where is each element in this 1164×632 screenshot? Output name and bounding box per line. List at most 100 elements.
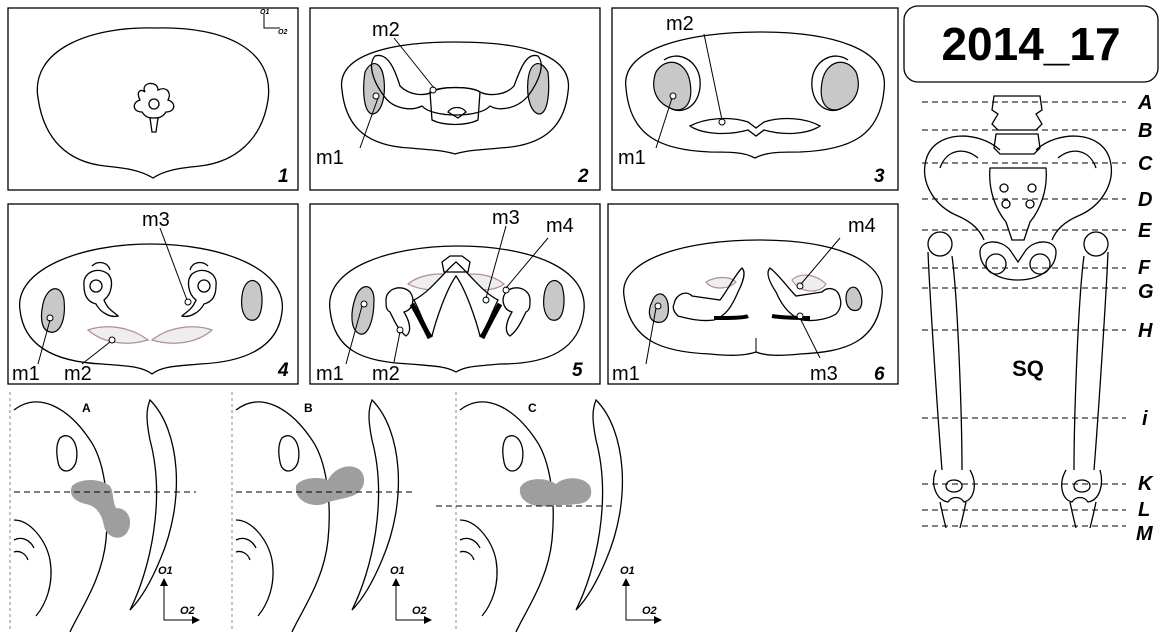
ischium-right xyxy=(190,263,208,270)
level-label-c: C xyxy=(1138,153,1153,175)
muscle-m1-right xyxy=(544,281,564,321)
vertebra xyxy=(134,83,174,118)
sacrum xyxy=(990,168,1047,240)
label-m4: m4 xyxy=(546,215,574,237)
arrow-right-icon xyxy=(424,616,432,624)
label-m1: m1 xyxy=(618,147,646,169)
body-outline xyxy=(37,28,268,178)
panel-5: m1 m2 m3 m4 5 xyxy=(310,204,600,385)
muscle-m1-right xyxy=(846,287,862,310)
acetabulum-right xyxy=(198,280,210,292)
level-label-l: L xyxy=(1138,499,1150,521)
muscle-m1-left xyxy=(352,287,374,335)
bone-lower xyxy=(236,520,273,616)
level-label-h: H xyxy=(1138,320,1153,342)
arrow-right-icon xyxy=(192,616,200,624)
bone-blade xyxy=(352,400,398,610)
axis-label-o2: O2 xyxy=(412,605,427,617)
label-m3: m3 xyxy=(142,209,170,231)
acetabulum-left xyxy=(90,280,102,292)
ischium-left xyxy=(92,263,110,270)
level-label-i: i xyxy=(1142,408,1148,430)
lumbar-vertebra-lower xyxy=(994,134,1040,154)
tibia-left xyxy=(940,502,966,528)
ischium-left xyxy=(673,268,744,321)
skeleton-diagram: A B C D E F G H i K L M SQ xyxy=(922,92,1154,545)
bone-detail xyxy=(14,538,34,560)
femoral-head-left xyxy=(928,232,952,256)
panel-number: 5 xyxy=(572,360,583,381)
leader-m2 xyxy=(82,342,110,364)
panel-number: 1 xyxy=(278,166,289,187)
muscle-m1-left xyxy=(42,289,65,332)
panel-2: m1 m2 2 xyxy=(310,8,600,190)
bottom-panel-b: B O1 O2 xyxy=(232,392,432,632)
sacral-foramen xyxy=(1000,184,1008,192)
axis-label-o2: O2 xyxy=(278,29,287,36)
leader-m2 xyxy=(394,38,434,88)
leader-m1 xyxy=(656,98,672,148)
marker-m2 xyxy=(430,87,436,93)
level-label-g: G xyxy=(1138,281,1154,303)
bone-outline-outer xyxy=(460,402,553,632)
level-label-k: K xyxy=(1138,473,1154,495)
bottom-panel-c: C O1 O2 xyxy=(436,392,662,632)
iliac-fossa-right xyxy=(1058,151,1096,168)
muscle-m1-left xyxy=(654,62,691,110)
label-m1: m1 xyxy=(316,147,344,169)
arrow-right-icon xyxy=(654,616,662,624)
bone-foramen xyxy=(279,436,299,471)
pelvic-bones xyxy=(372,55,542,115)
muscle-m2-left xyxy=(88,327,148,343)
arrow-up-icon xyxy=(160,578,168,586)
axis-label-o2: O2 xyxy=(180,605,195,617)
label-m4: m4 xyxy=(848,215,876,237)
panel-letter: C xyxy=(528,401,537,415)
panel-number: 2 xyxy=(577,166,589,187)
shaded-region xyxy=(71,480,130,538)
sacral-foramen xyxy=(1026,200,1034,208)
obturator-foramen-left xyxy=(986,254,1006,274)
femur-head-right xyxy=(503,288,530,336)
leader-m3 xyxy=(160,228,187,300)
leader-m2 xyxy=(704,34,722,120)
patella-right xyxy=(1074,480,1090,492)
muscle-m2-right xyxy=(152,327,212,343)
label-m1: m1 xyxy=(316,363,344,385)
muscle-m1-right xyxy=(821,62,858,110)
axis-label-o1: O1 xyxy=(620,565,635,577)
spinous-process xyxy=(150,118,158,132)
panel-2-frame xyxy=(310,8,600,190)
label-m1: m1 xyxy=(612,363,640,385)
level-label-d: D xyxy=(1138,189,1152,211)
muscle-m1-left xyxy=(364,64,385,114)
panel-1: O1 O2 1 xyxy=(8,8,298,190)
label-m1: m1 xyxy=(12,363,40,385)
level-label-f: F xyxy=(1138,257,1151,279)
obturator-foramen-right xyxy=(1030,254,1050,274)
bone-outline-outer xyxy=(14,402,107,632)
panel-4: m1 m2 m3 4 xyxy=(8,204,298,385)
sacral-canal xyxy=(448,108,466,119)
level-label-b: B xyxy=(1138,120,1152,142)
axis-label-o1: O1 xyxy=(158,565,173,577)
femur-left-outer xyxy=(928,252,942,470)
sacral-foramen xyxy=(1028,184,1036,192)
femur-right-outer xyxy=(1094,252,1108,470)
axis-label-o1: O1 xyxy=(260,9,269,16)
label-m2: m2 xyxy=(372,363,400,385)
muscle-m3-right xyxy=(772,316,810,318)
lumbar-vertebra-upper xyxy=(992,96,1042,130)
bone-lower xyxy=(14,520,51,616)
bone-lower xyxy=(460,520,497,616)
vertebral-foramen xyxy=(149,99,159,109)
label-m2: m2 xyxy=(64,363,92,385)
femur-head-right xyxy=(182,270,216,316)
marker-m4 xyxy=(797,283,803,289)
level-label-a: A xyxy=(1137,92,1152,114)
bone-blade xyxy=(130,400,176,610)
label-m3: m3 xyxy=(492,207,520,229)
panel-3-frame xyxy=(612,8,898,190)
panel-number: 6 xyxy=(874,364,885,385)
leader-m2 xyxy=(394,332,400,362)
